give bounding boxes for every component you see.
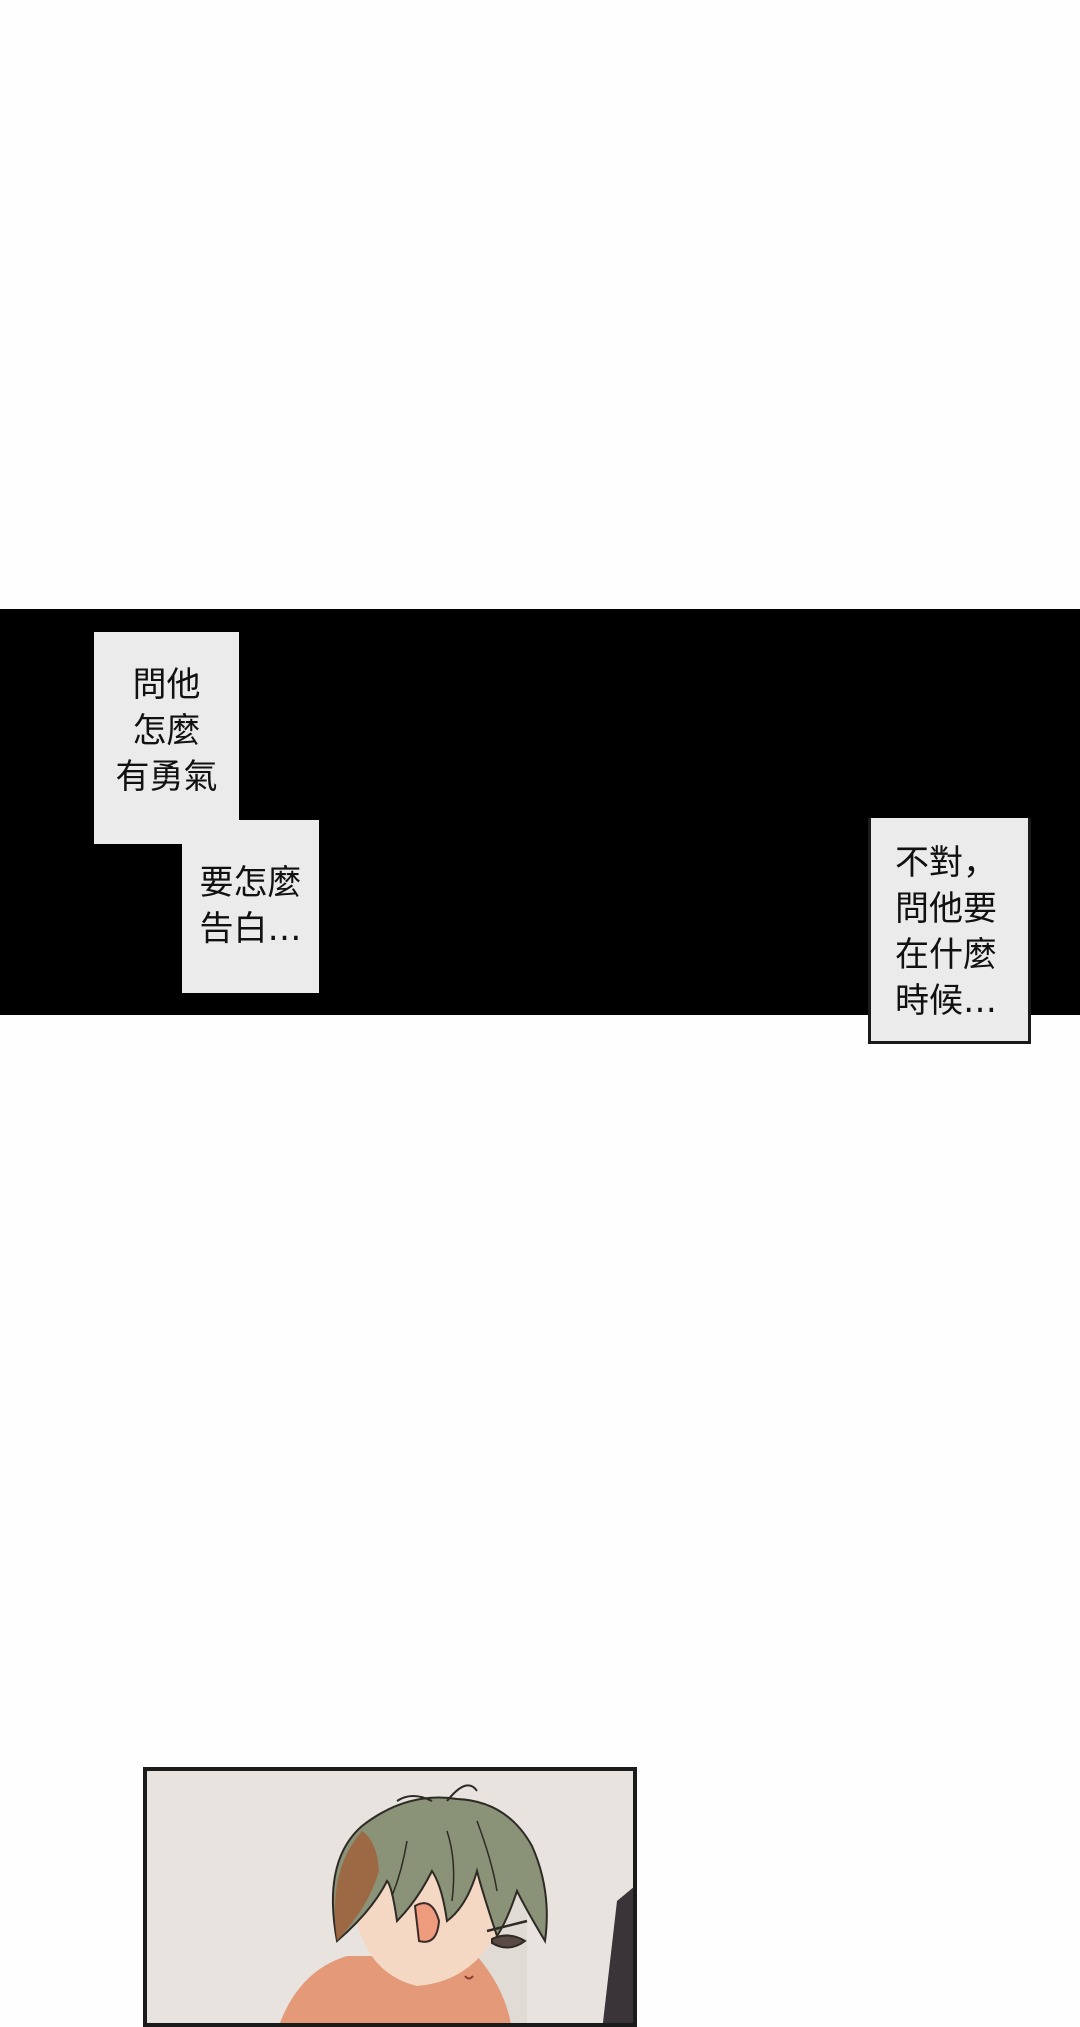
narration-box-confess: 要怎麼 告白… <box>182 820 319 993</box>
comic-panel-boy <box>143 1767 637 2027</box>
boy-illustration <box>147 1771 633 2023</box>
narration-box-courage: 問他 怎麼 有勇氣 <box>94 632 239 844</box>
narration-box-when: 不對， 問他要 在什麼 時候… <box>868 818 1031 1044</box>
